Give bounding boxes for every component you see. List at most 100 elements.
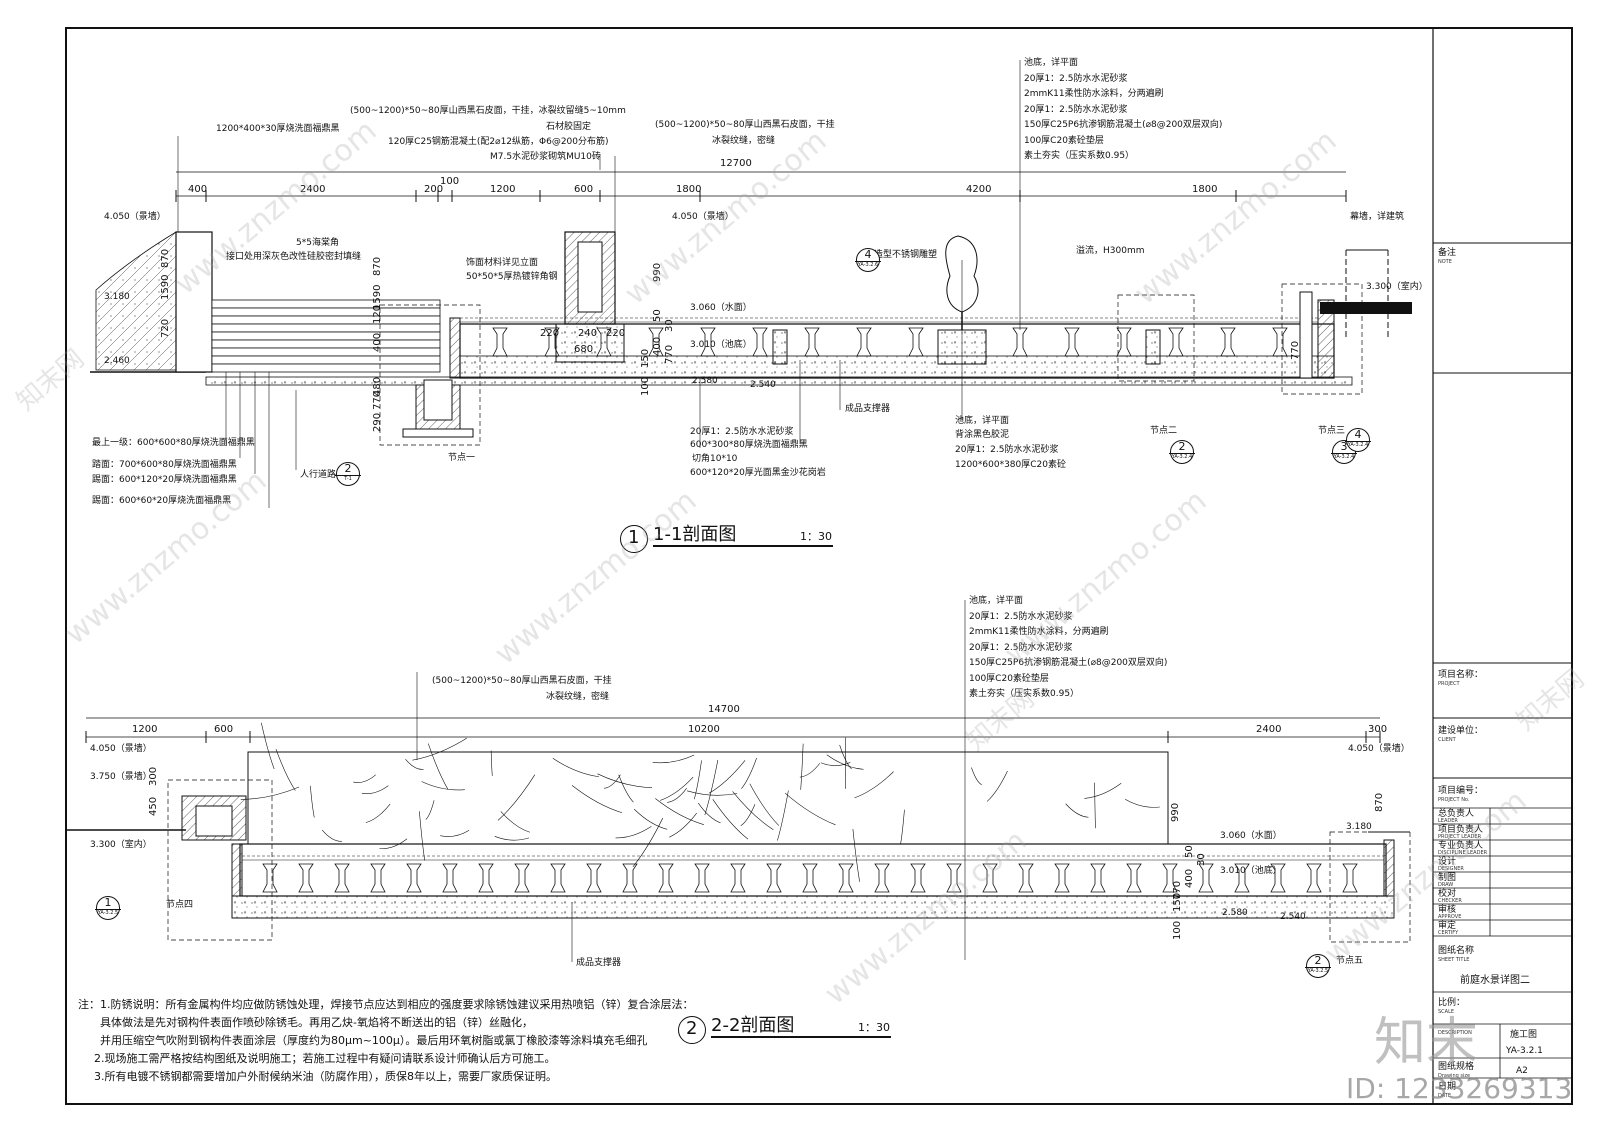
section-2-title: 2-2剖面图 (711, 1015, 795, 1036)
vdim-pool-6: 100 (640, 376, 651, 396)
s2-level-5: 3.060（水面） (1220, 831, 1282, 841)
vdim-wall-6: 290 (372, 412, 383, 432)
wall2-label-2: 冰裂纹缝，密缝 (712, 136, 776, 146)
tb-row-label-en: DISCIPLINE LEADER (1438, 850, 1488, 856)
support-pedestal (804, 327, 820, 357)
tb-size-en: Drawing size (1438, 1073, 1471, 1079)
stone-joint (419, 811, 426, 861)
stone-joint (361, 785, 389, 794)
stone-joint (405, 758, 424, 770)
tb-row-label-en: APPROVE (1438, 914, 1462, 920)
s2-level-8: 2.580 (1222, 908, 1248, 918)
support-pedestal (838, 863, 854, 893)
note-2: 具体做法是先对钢构件表面作喷砂除锈毛。再用乙炔-氧焰将不断送出的铝（锌）丝融化， (100, 1016, 533, 1029)
pool2-layer-label-1: 20厚1：2.5防水水泥砂浆 (969, 611, 1073, 622)
level-4: 4.050（景墙） (672, 212, 734, 222)
section-1-marker: 1 (628, 527, 640, 548)
bottom-label-1: 20厚1：2.5防水水泥砂浆 (690, 427, 794, 437)
s2-level-7: 3.180 (1346, 822, 1372, 832)
stone-joint (698, 802, 721, 824)
joint-label: 接口处用深灰色改性硅胶密封填缝 (226, 252, 362, 262)
planter-label-2: 背涂黑色胶泥 (955, 430, 1010, 440)
support-pedestal (874, 863, 890, 893)
stone-joint (784, 792, 836, 826)
stone-joint (667, 788, 687, 803)
vdim-left-1: 1590 (160, 274, 171, 300)
support-pedestal (442, 863, 458, 893)
watermark-id: ID: 1233269313 (1346, 1072, 1573, 1105)
chamfer-label: 5*5海棠角 (296, 238, 339, 248)
riser-label-2: 踢面：600*60*20厚烧洗面福鼎黑 (92, 496, 232, 506)
level-8: 2.540 (750, 380, 776, 390)
stone-joint (986, 770, 1008, 802)
stone-joint (497, 774, 536, 821)
stone-joint (820, 762, 851, 766)
support-pedestal (1342, 863, 1358, 893)
tb-client: 建设单位： (1438, 726, 1484, 736)
support-pedestal (1272, 327, 1288, 357)
node-number: 4 (864, 248, 872, 261)
stone-joint (655, 798, 704, 825)
support-pedestal (1064, 327, 1080, 357)
planter-label-4: 1200*600*380厚C20素砼 (955, 460, 1066, 470)
bottom-label-3: 切角10*10 (692, 454, 738, 464)
base-dim-0: 220 (540, 328, 560, 339)
vdim-pool-4: 770 (664, 344, 675, 364)
pool2-layer-label-5: 100厚C20素砼垫层 (969, 673, 1049, 684)
stone-panel-label: 1200*400*30厚烧洗面福鼎黑 (216, 124, 340, 134)
dimension-7: 4200 (966, 184, 992, 195)
section-1-underline (653, 545, 833, 547)
level-2: 3.180 (104, 292, 130, 302)
support-pedestal (1018, 863, 1034, 893)
pool-layer-label-3: 20厚1：2.5防水水泥砂浆 (1024, 104, 1128, 115)
section-1-scale: 1：30 (800, 530, 832, 543)
tb-sheet-title-en: SHEET TITLE (1438, 957, 1470, 963)
tb-note: 备注 (1438, 248, 1457, 258)
dim2-1: 600 (214, 724, 234, 735)
tb-project-en: PROJECT (1438, 681, 1460, 687)
stone-joint (749, 783, 780, 826)
stone-joint (379, 838, 408, 850)
tb-row-label-en: LEADER (1438, 818, 1458, 824)
stone-joint (693, 760, 702, 800)
vdim2-left-0: 300 (148, 766, 159, 786)
support-pedestal (982, 863, 998, 893)
tb-row-label-en: PROJECT LEADER (1438, 834, 1482, 840)
section-2-marker-circle (678, 1016, 706, 1044)
support-pedestal (730, 863, 746, 893)
node-number: 3 (1340, 440, 1348, 453)
stone-joint (1065, 803, 1089, 818)
stone-joint (669, 812, 697, 838)
vdim-pool-2: 30 (664, 319, 675, 332)
node-ref: YA-3.2.5 (95, 909, 121, 916)
section-2-marker: 2 (686, 1018, 698, 1039)
section-2-scale: 1：30 (858, 1021, 890, 1034)
stone-joint (800, 743, 804, 790)
stone-joint (604, 774, 621, 789)
pool-layer-label-5: 100厚C20素砼垫层 (1024, 135, 1104, 146)
pool-layer-label-1: 20厚1：2.5防水水泥砂浆 (1024, 73, 1128, 84)
vdim2-right-7: 100 (1172, 920, 1183, 940)
support-pedestal (658, 863, 674, 893)
stone-joint (615, 826, 652, 839)
tb-scale-en: SCALE (1438, 1009, 1455, 1015)
tb-row-label: 项目负责人 (1438, 825, 1484, 835)
support-pedestal (1126, 863, 1142, 893)
s2-node-label-2: 节点五 (1336, 956, 1364, 966)
stone-joint (618, 774, 634, 803)
section-1-title: 1-1剖面图 (653, 524, 737, 545)
support-pedestal (1162, 863, 1178, 893)
stone-joint (365, 803, 391, 823)
tb-project-no-en: PROJECT No. (1438, 797, 1470, 803)
watermark-logo: 知末 (1374, 1013, 1479, 1073)
pool2-layer-label-6: 素土夯实（压实系数0.95） (969, 689, 1080, 699)
vdim-pool-5: 150 (640, 348, 651, 368)
vdim2-right-6: 150 (1172, 892, 1183, 912)
support-pedestal (622, 863, 638, 893)
tb-project-no: 项目编号： (1438, 786, 1484, 796)
support-pedestal (370, 863, 386, 893)
support-pedestal (544, 327, 560, 357)
base-dim-1: 240 (578, 328, 598, 339)
support-pedestal (1012, 327, 1028, 357)
